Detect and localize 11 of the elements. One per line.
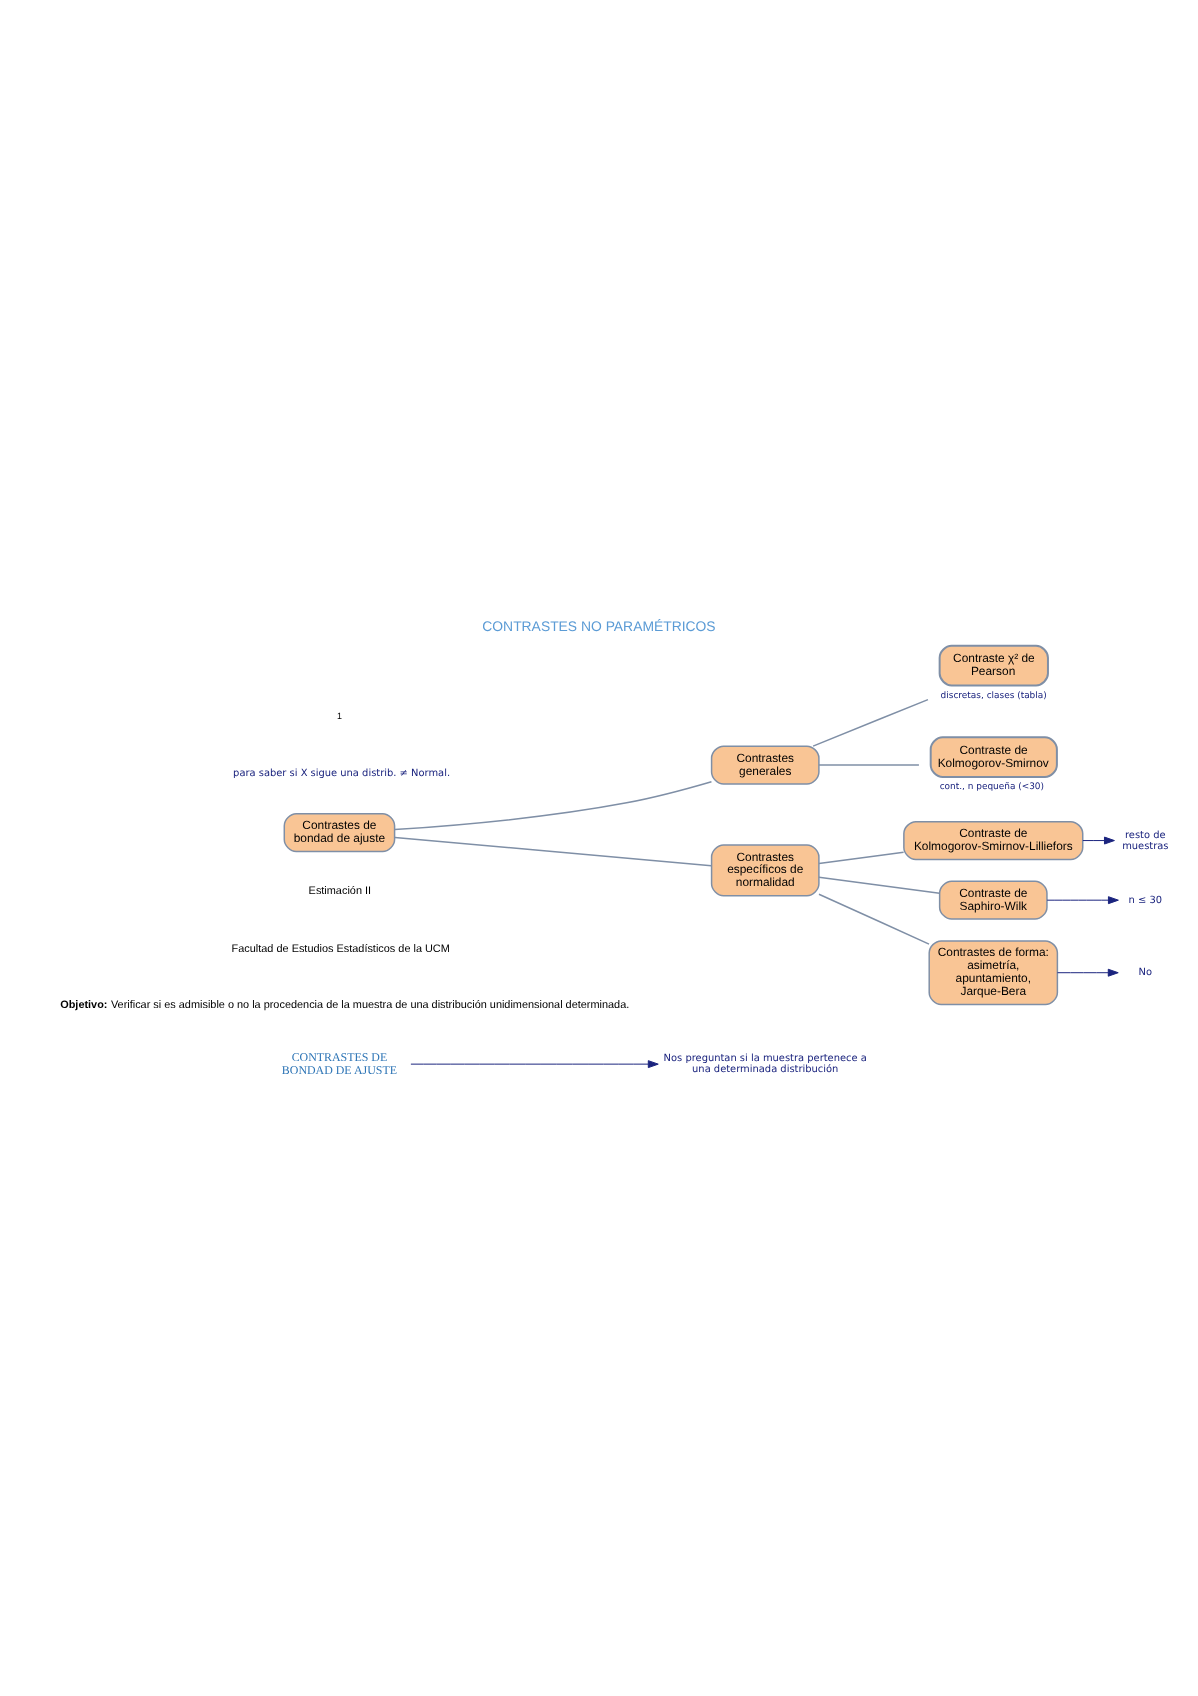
connector	[818, 875, 941, 893]
connector	[818, 850, 905, 864]
connector	[393, 779, 713, 830]
arrow	[1057, 967, 1119, 976]
arrow	[1046, 895, 1119, 904]
connector	[818, 892, 930, 944]
arrow	[1082, 835, 1115, 844]
arrow	[410, 1059, 659, 1068]
connector	[818, 763, 920, 765]
connector	[812, 697, 929, 746]
connector	[394, 835, 712, 866]
